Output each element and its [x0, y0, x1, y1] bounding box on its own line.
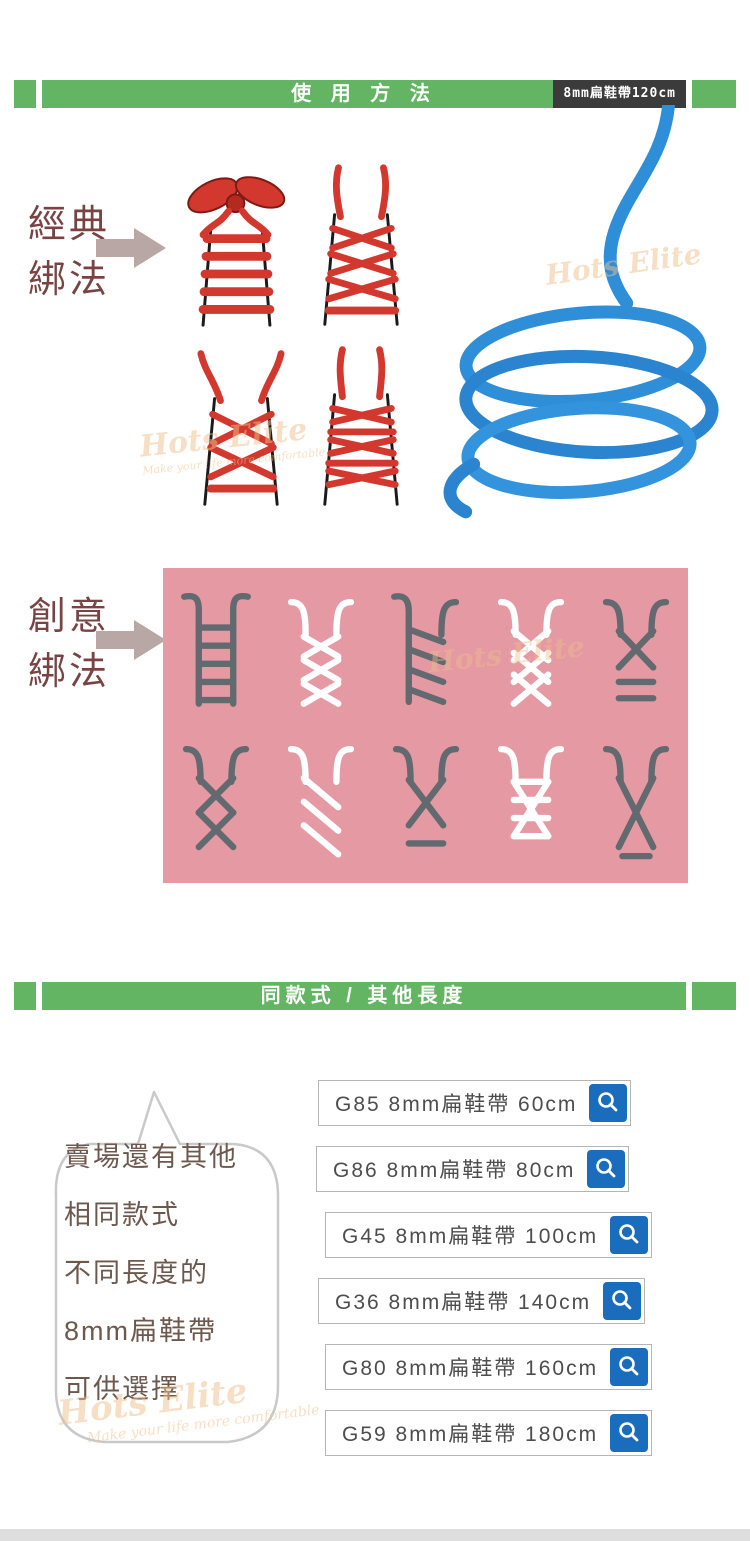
product-label: G45 8mm扁鞋帶 100cm — [342, 1225, 599, 1248]
classic-lacing-bow-illustration — [168, 160, 303, 332]
search-icon — [597, 1091, 619, 1116]
classic-label-line2: 綁法 — [28, 259, 111, 302]
creative-pattern-row-2 — [163, 731, 688, 867]
other-banner-bar: 同款式 / 其他長度 — [42, 982, 686, 1010]
classic-lacing-loose-cross-illustration — [180, 338, 300, 514]
classic-lacing-crisscross-illustration — [300, 158, 420, 334]
banner2-left-segment — [14, 982, 36, 1010]
usage-banner-bar: 使 用 方 法 8mm扁鞋帶120cm — [42, 80, 686, 108]
creative-label-line2: 綁法 — [28, 651, 111, 694]
product-row-g85[interactable]: G85 8mm扁鞋帶 60cm — [318, 1080, 632, 1126]
product-label: G36 8mm扁鞋帶 140cm — [335, 1291, 592, 1314]
lacing-pattern-ladder-icon — [175, 584, 257, 720]
creative-arrow-icon — [96, 618, 166, 662]
search-button[interactable] — [587, 1150, 626, 1188]
product-label: G80 8mm扁鞋帶 160cm — [342, 1357, 599, 1380]
lacing-pattern-crisscross-white-icon — [280, 584, 362, 720]
creative-section-label: 創意 綁法 — [28, 590, 110, 700]
product-label: G85 8mm扁鞋帶 60cm — [335, 1093, 578, 1116]
product-row-g86[interactable]: G86 8mm扁鞋帶 80cm — [316, 1146, 630, 1192]
lacing-pattern-big-x-gray-icon — [595, 731, 677, 867]
bubble-line: 相同款式 — [64, 1200, 180, 1230]
product-row-g45[interactable]: G45 8mm扁鞋帶 100cm — [325, 1212, 653, 1258]
bubble-line: 可供選擇 — [64, 1374, 180, 1404]
product-label: G86 8mm扁鞋帶 80cm — [333, 1159, 576, 1182]
banner-left-segment — [14, 80, 36, 108]
creative-pattern-row-1 — [163, 584, 688, 720]
lacing-pattern-cross-bars-gray-icon — [595, 584, 677, 720]
classic-lacing-zigzag-illustration — [300, 338, 420, 514]
search-button[interactable] — [610, 1216, 649, 1254]
product-row-g36[interactable]: G36 8mm扁鞋帶 140cm — [318, 1278, 646, 1324]
product-list: G85 8mm扁鞋帶 60cm G86 8mm扁鞋帶 80cm G45 8mm扁… — [316, 1080, 653, 1476]
lacing-pattern-sparse-x-gray-icon — [385, 731, 467, 867]
other-banner-title: 同款式 / 其他長度 — [260, 985, 468, 1007]
product-row-g80[interactable]: G80 8mm扁鞋帶 160cm — [325, 1344, 653, 1390]
product-row-g59[interactable]: G59 8mm扁鞋帶 180cm — [325, 1410, 653, 1456]
search-icon — [618, 1421, 640, 1446]
search-button[interactable] — [603, 1282, 642, 1320]
classic-label-line1: 經典 — [28, 204, 111, 246]
lacing-pattern-lattice-white-icon — [490, 584, 572, 720]
speech-bubble — [42, 1082, 290, 1474]
search-icon — [611, 1289, 633, 1314]
classic-arrow-icon — [96, 226, 166, 270]
lacing-pattern-diagonal-gray-icon — [385, 584, 467, 720]
search-icon — [618, 1223, 640, 1248]
search-button[interactable] — [610, 1348, 649, 1386]
usage-banner-title: 使 用 方 法 — [291, 83, 437, 105]
banner-right-segment — [692, 80, 736, 108]
lacing-pattern-lattice-bars-white-icon — [490, 731, 572, 867]
bubble-text: 賣場還有其他 相同款式 不同長度的 8mm扁鞋帶 可供選擇 — [64, 1128, 238, 1418]
usage-banner-size-tag: 8mm扁鞋帶120cm — [553, 80, 686, 108]
lacing-pattern-diagonal-white-icon — [280, 731, 362, 867]
blue-shoelace-photo — [412, 99, 750, 525]
search-icon — [595, 1157, 617, 1182]
search-button[interactable] — [610, 1414, 649, 1452]
footer-strip — [0, 1529, 750, 1541]
bubble-line: 不同長度的 — [64, 1258, 209, 1288]
search-icon — [618, 1355, 640, 1380]
bubble-line: 8mm扁鞋帶 — [64, 1316, 217, 1346]
creative-label-line1: 創意 — [28, 596, 111, 638]
search-button[interactable] — [589, 1084, 628, 1122]
lacing-pattern-double-x-gray-icon — [175, 731, 257, 867]
product-label: G59 8mm扁鞋帶 180cm — [342, 1423, 599, 1446]
bubble-line: 賣場還有其他 — [64, 1142, 238, 1172]
creative-lacing-panel — [163, 568, 688, 883]
classic-section-label: 經典 綁法 — [28, 198, 110, 308]
banner2-right-segment — [692, 982, 736, 1010]
